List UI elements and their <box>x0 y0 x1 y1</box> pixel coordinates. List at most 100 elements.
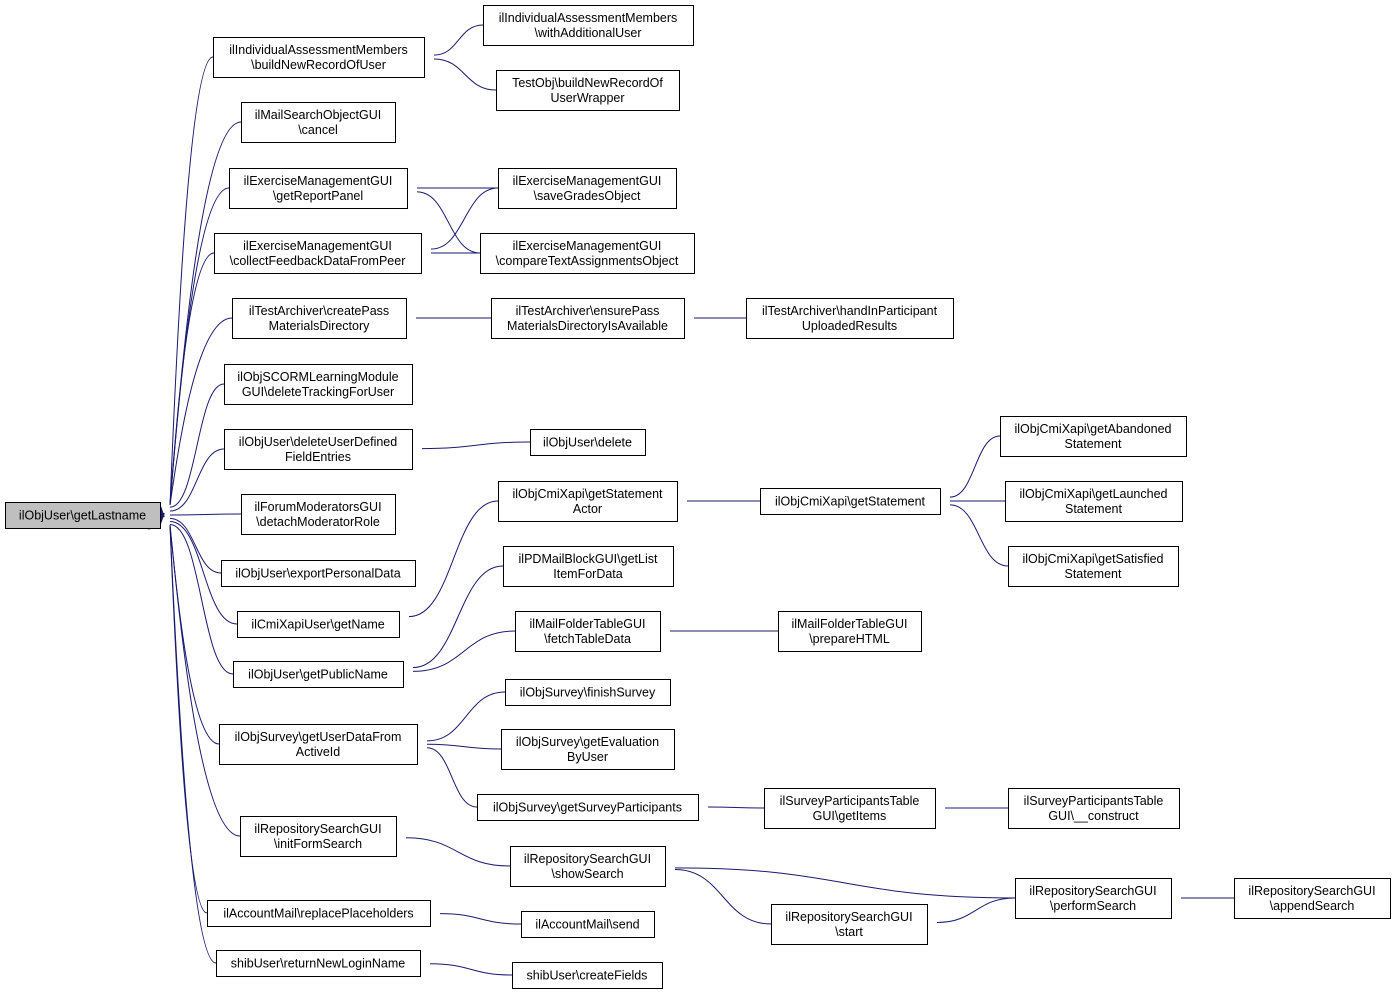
node-ilobjuser-delete[interactable]: ilObjUser\delete <box>530 429 646 456</box>
node-box <box>237 611 400 638</box>
node-ilmailsearchobjectgui-cancel[interactable]: ilMailSearchObjectGUI\cancel <box>241 102 396 143</box>
node-box <box>491 298 685 339</box>
node-label: shibUser\returnNewLoginName <box>231 957 405 971</box>
edge-line <box>674 867 1016 899</box>
edge-line <box>169 524 220 745</box>
edge-line <box>416 191 481 254</box>
node-ilindividualassessmentmembers-buildnewrecordofuser[interactable]: ilIndividualAssessmentMembers\buildNewRe… <box>213 37 425 78</box>
node-ilobjsurvey-finishsurvey[interactable]: ilObjSurvey\finishSurvey <box>505 679 671 706</box>
node-ilexercisemanagementgui-savegradesobject[interactable]: ilExerciseManagementGUI\saveGradesObject <box>498 168 677 209</box>
node-box <box>505 679 671 706</box>
node-box <box>512 962 663 989</box>
node-box <box>480 233 695 274</box>
node-label: ilAccountMail\send <box>535 918 639 932</box>
node-box <box>510 846 666 887</box>
node-ilmailfoldertablegui-preparehtml[interactable]: ilMailFolderTableGUI\prepareHTML <box>778 611 922 652</box>
edge-m6-to-n7 <box>400 441 531 454</box>
node-ilforummoderatorsgui-detachmoderatorrole[interactable]: ilForumModeratorsGUI\detachModeratorRole <box>241 494 396 535</box>
node-ilcmixapiuser-getname[interactable]: ilCmiXapiUser\getName <box>237 611 400 638</box>
node-ilobjscormlearningmodule-gui-deletetrackingforuser[interactable]: ilObjSCORMLearningModuleGUI\deleteTracki… <box>224 364 413 405</box>
node-shibuser-createfields[interactable]: shibUser\createFields <box>512 962 663 989</box>
node-label: \getReportPanel <box>273 189 363 203</box>
edge-k5-to-m13 <box>653 864 772 925</box>
node-label: ilExerciseManagementGUI <box>244 174 393 188</box>
node-box <box>241 494 396 535</box>
node-ilobjcmixapi-getstatement[interactable]: ilObjCmiXapi\getStatement <box>760 488 941 515</box>
edge-line <box>169 521 238 625</box>
node-label: ilObjSurvey\getUserDataFrom <box>235 730 402 744</box>
node-label: ilRepositorySearchGUI <box>524 852 651 866</box>
node-label: shibUser\createFields <box>527 969 648 983</box>
node-iltestarchiver-handinparticipant-uploadedresults[interactable]: ilTestArchiver\handInParticipantUploaded… <box>746 298 954 339</box>
node-box <box>521 911 655 938</box>
node-box <box>515 611 661 652</box>
node-shibuser-returnnewloginname[interactable]: shibUser\returnNewLoginName <box>216 950 421 977</box>
edge-line <box>169 317 233 506</box>
node-label: \cancel <box>298 123 338 137</box>
node-label: ilObjCmiXapi\getStatement <box>775 495 926 509</box>
node-ilaccountmail-replaceplaceholders[interactable]: ilAccountMail\replacePlaceholders <box>207 900 431 927</box>
node-ilobjuser-exportpersonaldata[interactable]: ilObjUser\exportPersonalData <box>221 560 416 587</box>
node-label: ilMailFolderTableGUI <box>791 617 907 631</box>
node-ilrepositorysearchgui-performsearch[interactable]: ilRepositorySearchGUI\performSearch <box>1015 878 1172 919</box>
node-ilobjsurvey-getsurveyparticipants[interactable]: ilObjSurvey\getSurveyParticipants <box>477 794 699 821</box>
node-ilexercisemanagementgui-collectfeedbackdatafrompeer[interactable]: ilExerciseManagementGUI\collectFeedbackD… <box>214 233 422 274</box>
node-box <box>501 729 675 770</box>
edge-line <box>169 524 241 837</box>
node-box <box>233 661 404 688</box>
node-label: ilIndividualAssessmentMembers <box>499 11 678 25</box>
node-box <box>1000 416 1187 457</box>
edge-m13-to-n13 <box>384 832 511 867</box>
node-ilrepositorysearchgui-start[interactable]: ilRepositorySearchGUI\start <box>771 904 928 945</box>
node-label: \saveGradesObject <box>534 189 642 203</box>
node-box <box>760 488 941 515</box>
node-ilmailfoldertablegui-fetchtabledata[interactable]: ilMailFolderTableGUI\fetchTableData <box>515 611 661 652</box>
node-label: ilObjUser\getPublicName <box>248 668 388 682</box>
node-ilobjuser-getpublicname[interactable]: ilObjUser\getPublicName <box>233 661 404 688</box>
node-ilrepositorysearchgui-appendsearch[interactable]: ilRepositorySearchGUI\appendSearch <box>1234 878 1391 919</box>
node-label: Statement <box>1065 502 1123 516</box>
node-ilrepositorysearchgui-initformsearch[interactable]: ilRepositorySearchGUI\initFormSearch <box>240 816 397 857</box>
node-ilobjuser-getlastname[interactable]: ilObjUser\getLastname <box>5 502 161 529</box>
node-iltestarchiver-createpass-materialsdirectory[interactable]: ilTestArchiver\createPassMaterialsDirect… <box>232 298 407 339</box>
node-ilexercisemanagementgui-comparetextassignmentsobject[interactable]: ilExerciseManagementGUI\compareTextAssig… <box>480 233 695 274</box>
node-label: GUI\getItems <box>813 809 887 823</box>
node-ilrepositorysearchgui-showsearch[interactable]: ilRepositorySearchGUI\showSearch <box>510 846 666 887</box>
node-label: ActiveId <box>296 745 341 759</box>
edge-line <box>433 24 484 56</box>
node-iltestarchiver-ensurepass-materialsdirectoryisavailable[interactable]: ilTestArchiver\ensurePassMaterialsDirect… <box>491 298 685 339</box>
node-label: ilRepositorySearchGUI <box>1029 884 1156 898</box>
node-label: ilObjCmiXapi\getStatement <box>512 487 663 501</box>
node-ilindividualassessmentmembers-withadditionaluser[interactable]: ilIndividualAssessmentMembers\withAdditi… <box>483 5 694 46</box>
node-label: ilExerciseManagementGUI <box>513 174 662 188</box>
edge-line <box>169 252 215 506</box>
edge-m14-to-n14 <box>418 908 522 925</box>
node-label: ilObjSurvey\getEvaluation <box>516 735 659 749</box>
edge-line <box>426 691 506 742</box>
node-label: ilSurveyParticipantsTable <box>1024 794 1164 808</box>
edge-j5-to-k5 <box>915 897 1016 928</box>
node-label: \showSearch <box>551 867 623 881</box>
node-label: \initFormSearch <box>274 837 362 851</box>
node-label: ilObjSurvey\getSurveyParticipants <box>493 801 682 815</box>
node-label: ilExerciseManagementGUI <box>513 239 662 253</box>
node-box <box>498 168 677 209</box>
edge-line <box>949 504 1009 567</box>
node-ilaccountmail-send[interactable]: ilAccountMail\send <box>521 911 655 938</box>
edge-k3-to-m9 <box>648 625 779 637</box>
node-ilexercisemanagementgui-getreportpanel[interactable]: ilExerciseManagementGUI\getReportPanel <box>229 168 408 209</box>
node-label: ilIndividualAssessmentMembers <box>229 43 408 57</box>
edge-line <box>412 630 516 672</box>
